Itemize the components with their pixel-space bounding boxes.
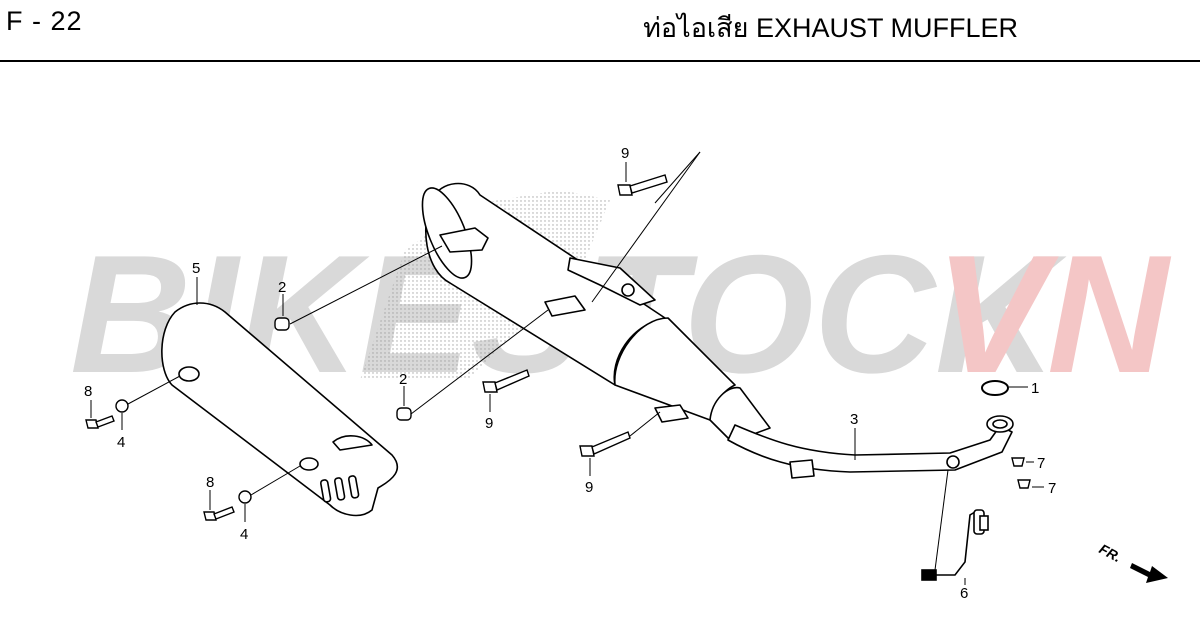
callout-labels: 1 2 2 3 4 4 5 6 7 7 8 8 9 9 9 [84,145,1056,602]
exploded-parts-diagram: BIKESTOCK VN [70,145,1172,602]
washers [115,399,252,504]
callout-4b: 4 [240,526,248,543]
callout-1: 1 [1031,380,1039,397]
page-code: F - 22 [6,6,83,36]
bolts [85,174,668,521]
callout-6: 6 [960,585,968,602]
heat-shield [161,302,399,517]
callout-4a: 4 [117,434,125,451]
callout-8a: 8 [84,383,92,400]
page-header: F - 22 ท่อไอเสีย EXHAUST MUFFLER [0,0,1200,62]
collars [274,317,412,421]
callout-5: 5 [192,260,200,277]
callout-7b: 7 [1048,480,1056,497]
callout-9b: 9 [485,415,493,432]
clips [1011,457,1031,489]
page-title: ท่อไอเสีย EXHAUST MUFFLER [643,13,1018,43]
front-arrow-icon [1130,563,1168,583]
callout-2b: 2 [399,371,407,388]
exhaust-pipe [727,415,1014,479]
callout-9a: 9 [621,145,629,162]
callout-2a: 2 [278,279,286,296]
front-label: FR. [1097,541,1124,566]
front-direction-indicator: FR. [1097,541,1168,583]
callout-3: 3 [850,411,858,428]
leader-lines [90,151,1044,585]
callout-8b: 8 [206,474,214,491]
callout-7a: 7 [1037,455,1045,472]
watermark-accent-text: VN [935,220,1172,408]
gasket [981,380,1009,396]
callout-9c: 9 [585,479,593,496]
oxygen-sensor [921,509,989,581]
muffler-body [421,182,771,443]
